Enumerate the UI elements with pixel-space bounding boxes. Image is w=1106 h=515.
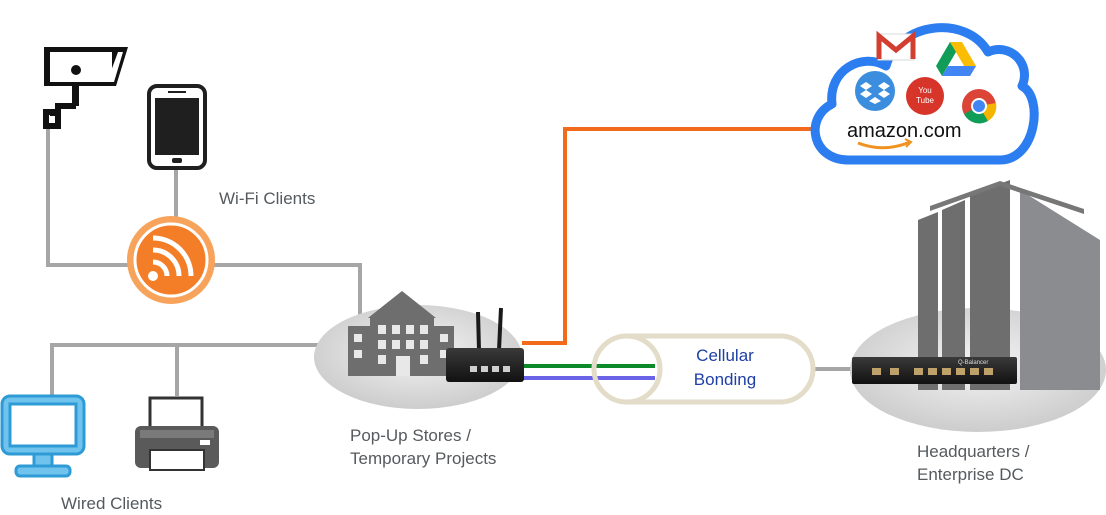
popup-building-icon — [348, 291, 454, 376]
hq-label-line1: Headquarters / — [917, 442, 1030, 461]
google-drive-icon — [936, 42, 976, 76]
hq-router-brand: Q-Balancer — [958, 360, 988, 366]
hq-router-icon: Q-Balancer — [852, 357, 1017, 384]
hq-building-icon — [918, 180, 1100, 390]
bonding-label-line2: Bonding — [693, 370, 757, 389]
dropbox-icon — [855, 71, 895, 111]
youtube-text-tube: Tube — [916, 96, 934, 105]
headquarters-label: Headquarters / Enterprise DC — [917, 440, 1029, 486]
youtube-icon: You Tube — [906, 77, 944, 115]
cellular-bonding-label: Cellular Bonding — [665, 344, 785, 392]
popup-label-line2: Temporary Projects — [350, 449, 497, 468]
security-camera-icon — [43, 47, 128, 129]
gmail-icon — [876, 30, 916, 61]
wifi-clients-label: Wi-Fi Clients — [219, 189, 316, 208]
popup-stores-label: Pop-Up Stores / Temporary Projects — [350, 424, 496, 470]
popup-router-icon — [446, 307, 524, 382]
internet-link-orange — [522, 127, 812, 345]
bonding-label-line1: Cellular — [696, 346, 754, 365]
popup-label-line1: Pop-Up Stores / — [350, 426, 471, 445]
chrome-icon — [962, 89, 997, 124]
printer-icon — [135, 396, 219, 471]
amazon-logo: amazon.com — [847, 120, 962, 150]
wired-clients-label: Wired Clients — [61, 494, 163, 513]
amazon-text: amazon.com — [847, 120, 962, 142]
hq-label-line2: Enterprise DC — [917, 465, 1024, 484]
desktop-monitor-icon — [0, 394, 86, 478]
wifi-ap-icon — [127, 216, 215, 304]
bonding-tunnel — [522, 333, 816, 405]
tablet-icon — [147, 84, 207, 170]
youtube-text-you: You — [918, 86, 932, 95]
